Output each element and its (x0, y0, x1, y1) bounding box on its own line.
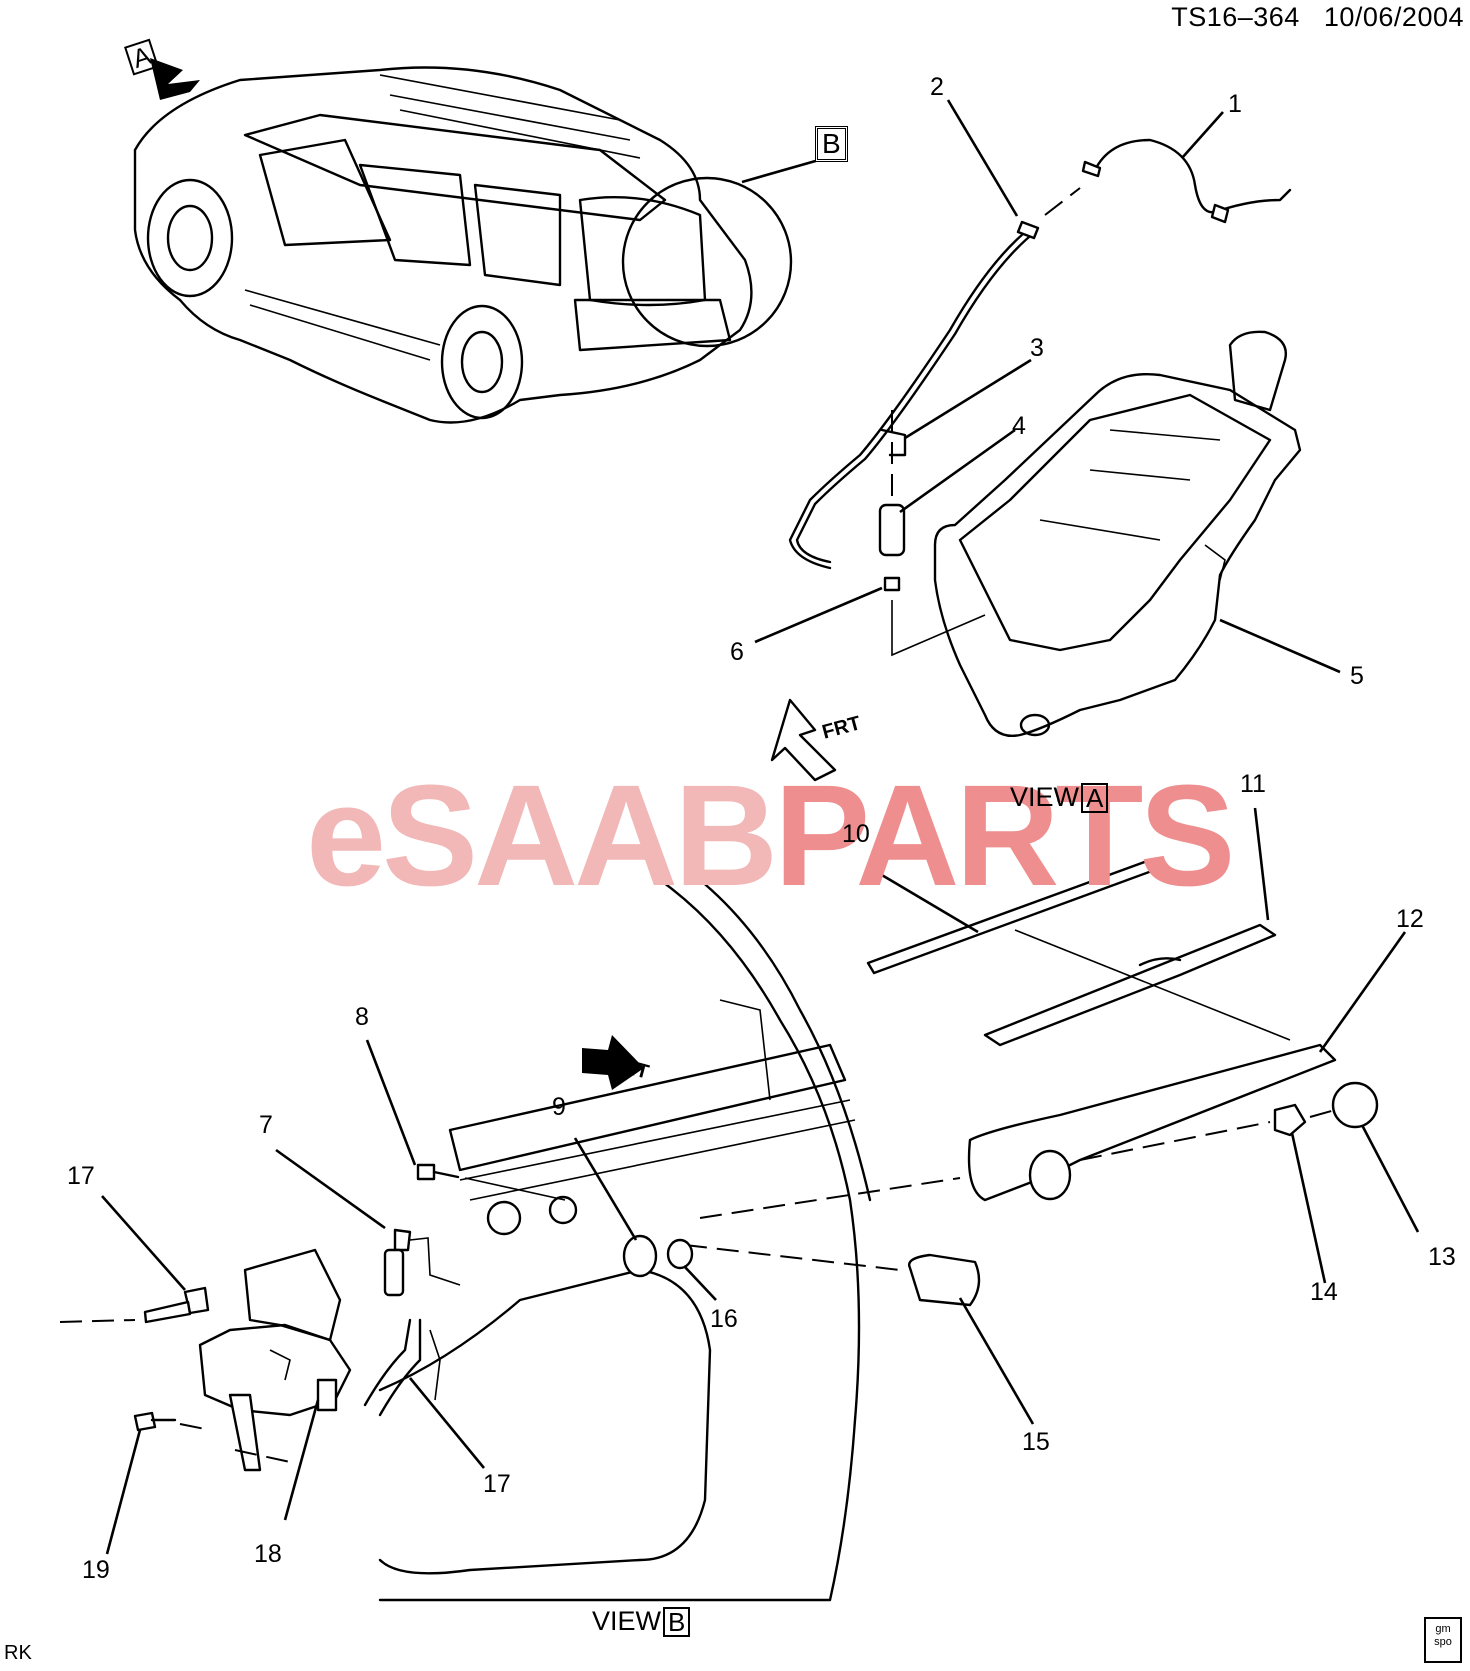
document-id: TS16–364 (1171, 2, 1300, 32)
part-label-18: 18 (254, 1540, 282, 1568)
corner-code: RK (4, 1642, 32, 1664)
part-label-12: 12 (1396, 905, 1424, 933)
part-label-13: 13 (1428, 1243, 1456, 1271)
part-label-14: 14 (1310, 1278, 1338, 1306)
view-a-label: VIEW A (1010, 782, 1109, 813)
wiper-assembly (866, 858, 1379, 1202)
part-label-15: 15 (1022, 1428, 1050, 1456)
part-label-19: 19 (82, 1556, 110, 1584)
gm-spo-logo: gm spo (1424, 1617, 1462, 1663)
part-label-17-harness: 17 (483, 1470, 511, 1498)
part-label-8: 8 (355, 1003, 369, 1031)
view-b-label: VIEW B (592, 1606, 691, 1637)
watermark: eSAABPARTS (306, 755, 1235, 916)
callout-b: B (815, 126, 848, 162)
washer-reservoir (933, 330, 1302, 737)
part-label-17-motor: 17 (67, 1162, 95, 1190)
front-direction-arrow-icon (582, 698, 837, 1090)
part-label-5: 5 (1350, 662, 1364, 690)
liftgate (378, 878, 961, 1602)
part-label-9: 9 (552, 1093, 566, 1121)
document-date: 10/06/2004 (1323, 2, 1464, 32)
hardware-parts (383, 1163, 981, 1307)
part-label-10: 10 (842, 820, 870, 848)
washer-hose-parts (788, 138, 1292, 657)
part-label-2: 2 (930, 73, 944, 101)
wiper-motor (59, 1248, 441, 1472)
part-label-1: 1 (1228, 90, 1242, 118)
leader-lines (101, 99, 1420, 1555)
part-label-3: 3 (1030, 334, 1044, 362)
part-label-7: 7 (259, 1111, 273, 1139)
part-label-4: 4 (1012, 412, 1026, 440)
diagram-header: TS16–364 10/06/2004 (1171, 2, 1464, 33)
part-label-16: 16 (710, 1305, 738, 1333)
part-label-6: 6 (730, 638, 744, 666)
vehicle-illustration (133, 58, 827, 424)
part-label-11: 11 (1240, 770, 1266, 798)
